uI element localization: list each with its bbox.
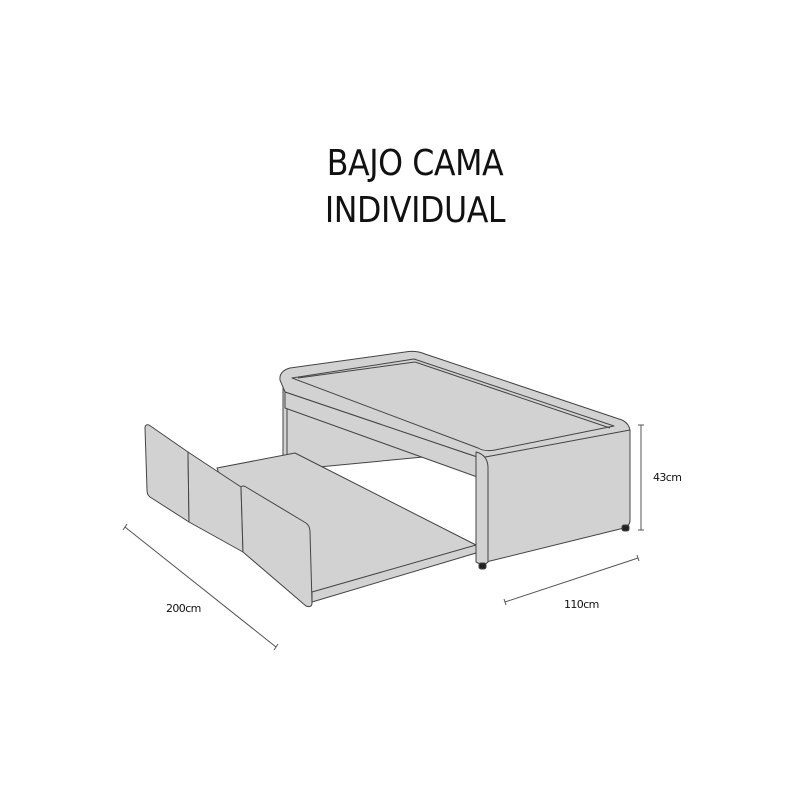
caster-wheel <box>621 524 630 532</box>
trundle-panel-3 <box>240 485 313 608</box>
bed-front-leg <box>475 451 489 566</box>
width-dimension-label: 110cm <box>564 598 599 611</box>
height-dimension-label: 43cm <box>653 471 682 484</box>
title-line-2: INDIVIDUAL <box>324 190 506 231</box>
caster-wheel <box>478 562 487 570</box>
trundle-panel-1 <box>144 424 190 523</box>
bed-top-mattress-area <box>291 358 615 452</box>
length-dimension-label: 200cm <box>166 602 201 615</box>
title-line-1: BAJO CAMA <box>326 143 504 184</box>
length-dimension-line <box>124 526 277 648</box>
width-dimension-line <box>504 557 639 603</box>
dimension-lines <box>122 424 644 651</box>
